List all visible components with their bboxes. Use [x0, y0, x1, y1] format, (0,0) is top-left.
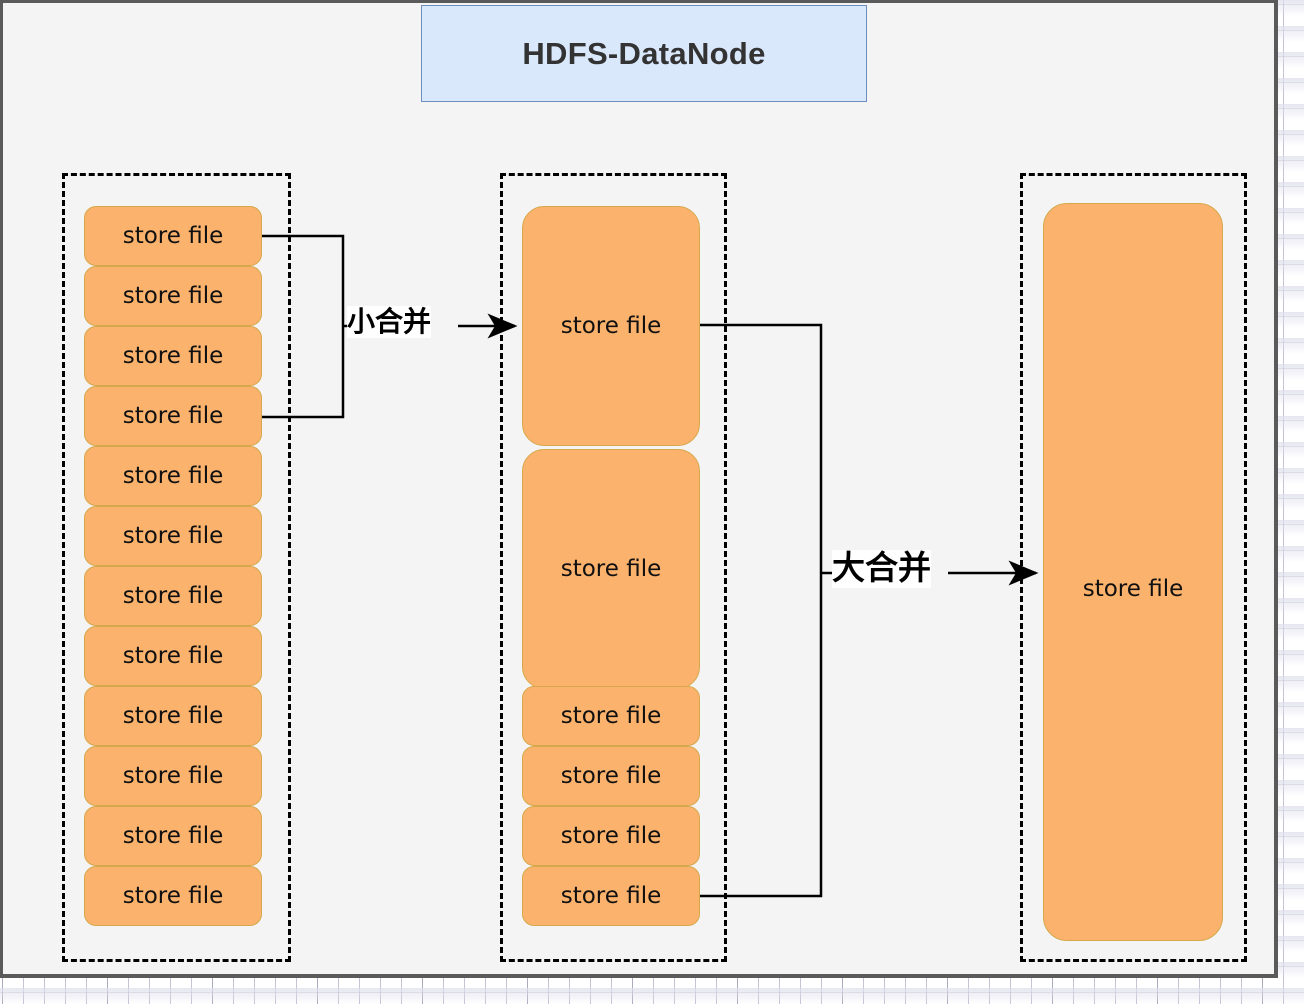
- store-file-box[interactable]: store file: [522, 806, 700, 866]
- store-file-label: store file: [122, 523, 224, 549]
- diagram-canvas: HDFS-DataNode store file store file stor…: [0, 0, 1278, 978]
- store-file-label: store file: [122, 583, 224, 609]
- store-file-label: store file: [122, 283, 224, 309]
- store-file-label: store file: [122, 463, 224, 489]
- store-file-label: store file: [560, 703, 662, 729]
- edge-label-minor-compaction: 小合并: [347, 305, 432, 339]
- store-file-box[interactable]: store file: [84, 566, 262, 626]
- store-file-box[interactable]: store file: [84, 386, 262, 446]
- store-file-box[interactable]: store file: [522, 449, 700, 689]
- store-file-box[interactable]: store file: [84, 866, 262, 926]
- store-file-label: store file: [122, 343, 224, 369]
- store-file-box[interactable]: store file: [84, 806, 262, 866]
- store-file-label: store file: [560, 763, 662, 789]
- store-file-label: store file: [560, 556, 662, 582]
- store-file-box[interactable]: store file: [522, 866, 700, 926]
- store-file-box[interactable]: store file: [84, 446, 262, 506]
- store-file-label: store file: [122, 823, 224, 849]
- store-file-box[interactable]: store file: [84, 686, 262, 746]
- store-file-label: store file: [1082, 576, 1184, 602]
- store-file-box[interactable]: store file: [84, 326, 262, 386]
- store-file-label: store file: [122, 643, 224, 669]
- store-file-label: store file: [560, 883, 662, 909]
- diagram-title-box[interactable]: HDFS-DataNode: [421, 5, 867, 102]
- edge-label-major-compaction: 大合并: [832, 548, 931, 588]
- store-file-box[interactable]: store file: [1043, 203, 1223, 941]
- store-file-box[interactable]: store file: [84, 266, 262, 326]
- store-file-box[interactable]: store file: [84, 206, 262, 266]
- store-file-box[interactable]: store file: [84, 626, 262, 686]
- store-file-label: store file: [560, 823, 662, 849]
- edge-major-compaction: [700, 323, 1039, 898]
- store-file-box[interactable]: store file: [84, 746, 262, 806]
- group-container-left[interactable]: [62, 173, 291, 962]
- store-file-box[interactable]: store file: [522, 206, 700, 446]
- store-file-label: store file: [122, 703, 224, 729]
- store-file-label: store file: [122, 403, 224, 429]
- store-file-box[interactable]: store file: [84, 506, 262, 566]
- store-file-label: store file: [122, 883, 224, 909]
- store-file-label: store file: [560, 313, 662, 339]
- page-title: HDFS-DataNode: [522, 35, 766, 71]
- store-file-box[interactable]: store file: [522, 746, 700, 806]
- store-file-box[interactable]: store file: [522, 686, 700, 746]
- store-file-label: store file: [122, 223, 224, 249]
- store-file-label: store file: [122, 763, 224, 789]
